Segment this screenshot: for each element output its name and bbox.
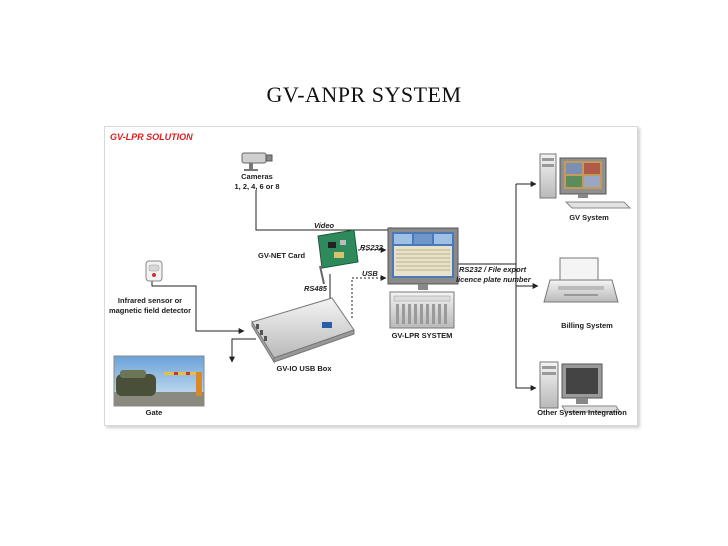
rs485-label: RS485 (304, 284, 328, 293)
gv-net-card-label: GV-NET Card (258, 251, 306, 260)
billing-printer-icon (543, 257, 619, 303)
other-system-label: Other System Integration (537, 408, 627, 417)
billing-system-label: Billing System (561, 321, 613, 330)
gate-icon (113, 355, 205, 407)
sensor-icon (145, 260, 163, 282)
sensor-label-2: magnetic field detector (109, 306, 191, 315)
connector-lines (151, 181, 539, 391)
rs232-export-label: RS232 / File export (459, 265, 527, 274)
rs232-label: RS232 (360, 243, 384, 252)
video-connector (255, 190, 397, 233)
cameras-label: Cameras (241, 172, 273, 181)
usb-connector (351, 275, 387, 318)
gv-io-box-icon (251, 297, 355, 364)
gv-lpr-monitor-icon (387, 227, 459, 290)
licence-plate-label: licence plate number (456, 275, 532, 284)
cameras-count-label: 1, 2, 4, 6 or 8 (234, 182, 279, 191)
gate-connector (229, 338, 256, 363)
camera-icon (241, 152, 273, 171)
gate-label: Gate (146, 408, 163, 417)
gv-lpr-system-label: GV-LPR SYSTEM (392, 331, 453, 340)
gv-io-box-label: GV-IO USB Box (276, 364, 332, 373)
video-label: Video (314, 221, 335, 230)
sensor-label: Infrared sensor or (118, 296, 182, 305)
page-title: GV-ANPR SYSTEM (266, 82, 462, 107)
brand-label: GV-LPR SOLUTION (110, 132, 193, 142)
gv-lpr-server-icon (389, 291, 455, 329)
usb-label: USB (362, 269, 378, 278)
gv-system-label: GV System (569, 213, 609, 222)
gv-system-pc-icon (539, 153, 632, 209)
gv-net-card-icon (317, 229, 359, 285)
gv-lpr-diagram: GV-LPR SOLUTION Cameras 1, 2, 4, 6 or 8 … (109, 132, 632, 417)
other-system-pc-icon (539, 361, 621, 413)
